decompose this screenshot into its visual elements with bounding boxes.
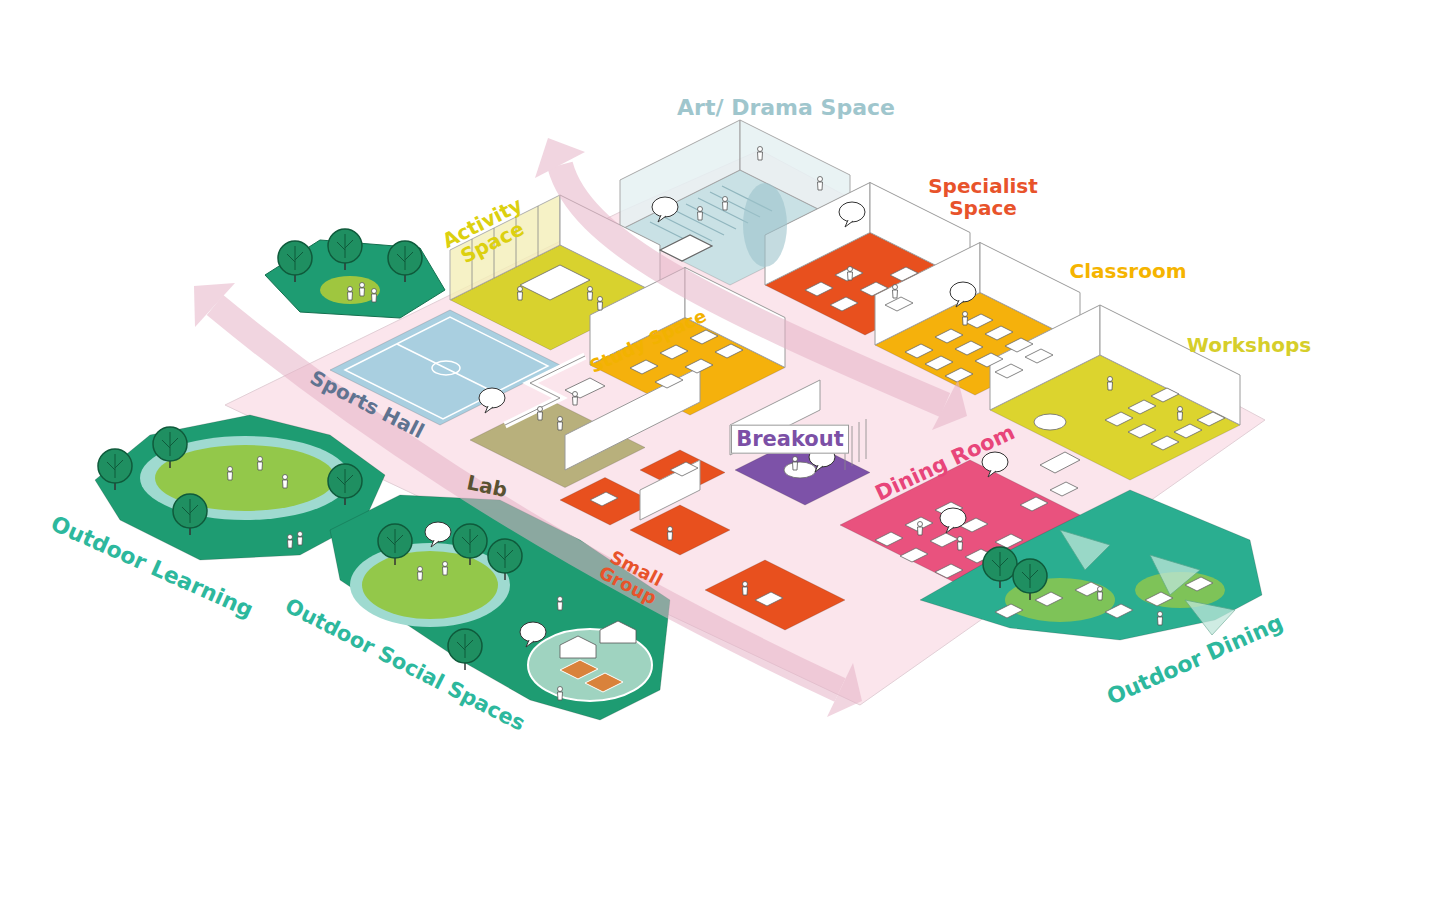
floor-zone (330, 495, 670, 720)
floor-zone (640, 450, 725, 493)
zone-label: Art/ Drama Space (636, 96, 936, 120)
sails (1060, 530, 1235, 635)
trees (98, 229, 1047, 670)
zone-shape (920, 490, 1310, 690)
lawns (140, 240, 1225, 701)
floor-zone (990, 355, 1240, 480)
stairs (650, 183, 787, 267)
study-zone: Study Space (558, 311, 785, 415)
workshops-zone: Workshops (990, 316, 1344, 480)
circulation-arrows (194, 138, 967, 717)
outdoor-social-zone: Outdoor Social Spaces (240, 495, 670, 720)
speech-bubbles (425, 197, 1008, 647)
garden-beds (560, 621, 636, 692)
zone-shape (22, 415, 385, 597)
court-lines (345, 317, 548, 419)
people (228, 147, 1183, 701)
zone-shape (731, 409, 870, 505)
floor-zone (470, 400, 645, 488)
zone-label: Classroom (1038, 261, 1218, 283)
walls (450, 120, 1240, 520)
glass-panels (472, 206, 866, 470)
zone-label: Breakout (731, 425, 849, 454)
floor-slab (225, 150, 1265, 705)
floor-zone (630, 505, 730, 555)
floor-zone (705, 560, 845, 630)
classroom-zone: Classroom (875, 242, 1218, 395)
breakout-zone: Breakout (731, 409, 870, 505)
floor-zone (920, 490, 1262, 640)
floor-zone (875, 293, 1080, 396)
outdoor-dining-zone: Outdoor Dining (920, 490, 1310, 690)
outdoor-learning-zone: Outdoor Learning (22, 415, 385, 597)
zone-label: Workshops (1154, 335, 1344, 357)
floor-zone (560, 478, 655, 526)
furniture (505, 265, 1225, 618)
zone-label: Specialist Space (916, 176, 1051, 219)
